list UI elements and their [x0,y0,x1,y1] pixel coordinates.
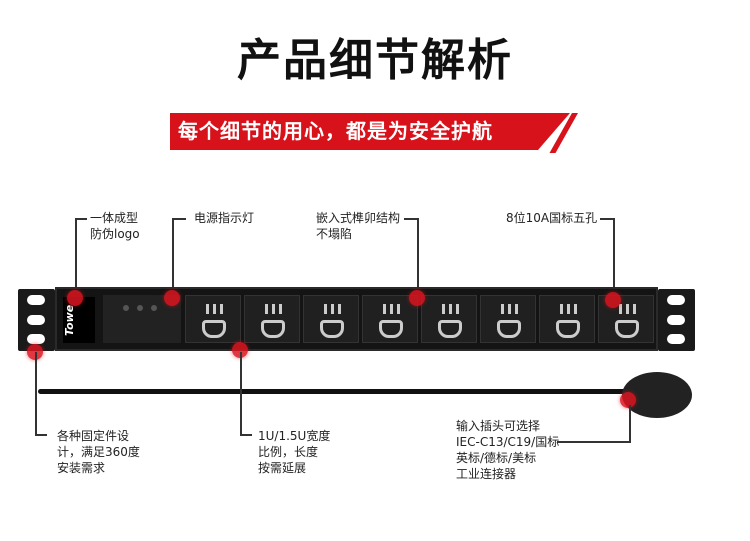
callout-mortise: 嵌入式榫卯结构不塌陷 [316,211,401,241]
socket-outlet [480,295,536,343]
callout-sockets: 8位10A国标五孔 [506,211,598,225]
highlight-dot [605,292,621,308]
highlight-dot [67,290,83,306]
callout-width: 1U/1.5U宽度比例，长度按需延展 [258,429,331,475]
callout-indicator: 电源指示灯 [194,211,255,225]
socket-outlet [244,295,300,343]
socket-outlet [539,295,595,343]
highlight-dot [232,342,248,358]
right-rack-ear [658,289,695,351]
highlight-dot [409,290,425,306]
page-title: 产品细节解析 [237,35,513,86]
socket-outlet [303,295,359,343]
highlight-dot [620,392,636,408]
callout-logo: 一体成型防伪logo [90,211,140,241]
socket-outlet [421,295,477,343]
socket-outlet [362,295,418,343]
highlight-dot [164,290,180,306]
slogan-banner: 每个细节的用心，都是为安全护航 [170,113,570,150]
callout-mounting: 各种固定件设计，满足360度安装需求 [57,429,140,475]
socket-outlet [185,295,241,343]
left-rack-ear [18,289,55,351]
power-cable [38,389,628,394]
power-strip: Towe [55,287,658,351]
